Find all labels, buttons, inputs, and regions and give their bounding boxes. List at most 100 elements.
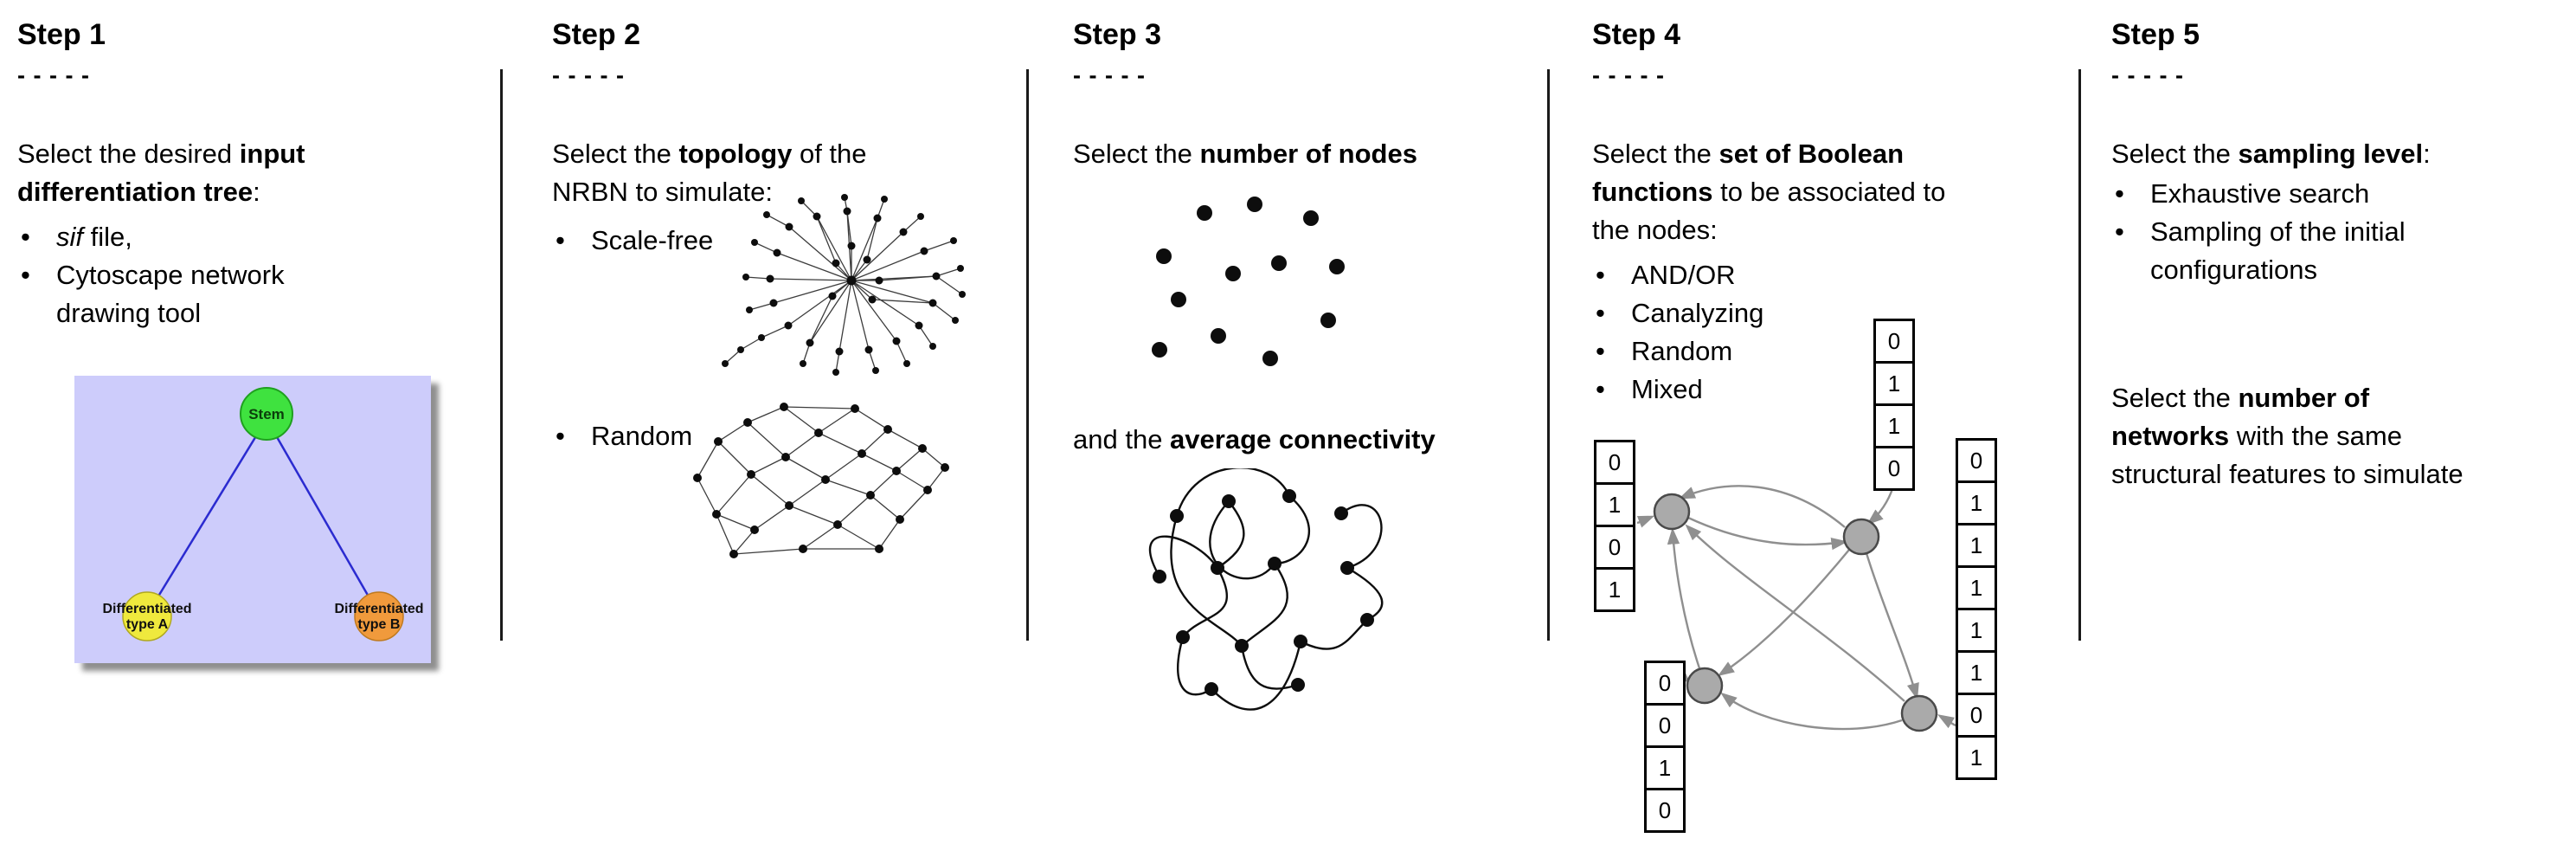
list-item-label: Mixed (1631, 374, 1703, 404)
list-item-label: AND/OR (1631, 260, 1736, 290)
step4-dashes: - - - - - (1592, 62, 1665, 88)
type-a-label-line1: Differentiated (102, 602, 191, 616)
average-connectivity-figure (1148, 468, 1384, 711)
truth-table-cell: 1 (1644, 745, 1686, 790)
boolean-network-svg (1636, 485, 1956, 732)
stem-label: Stem (248, 406, 285, 422)
bullet-marker: • (1596, 260, 1605, 290)
boolean-network-figure: 0 1 1 0 0 1 0 1 0 0 1 0 0 1 1 1 (1592, 319, 2066, 848)
step4-title: Step 4 (1592, 18, 1681, 51)
list-item-scale-free: • Scale-free (552, 222, 760, 260)
truth-table-cell: 1 (1956, 523, 1997, 568)
type-b-node (354, 591, 404, 641)
list-item-and-or: • AND/OR (1592, 256, 2068, 294)
list-item-label: Canalyzing (1631, 298, 1764, 328)
boolean-network-arrows (1636, 485, 1956, 731)
truth-table-cell: 1 (1594, 482, 1635, 527)
step3-line1: Select the number of nodes (1073, 139, 1417, 169)
truth-table-cell: 0 (1594, 525, 1635, 570)
list-item-exhaustive-search: • Exhaustive search (2111, 175, 2570, 213)
column-divider (2078, 69, 2081, 641)
truth-table-cell: 0 (1594, 440, 1635, 485)
boolean-node (1653, 493, 1691, 531)
truth-table-cell: 1 (1873, 361, 1915, 406)
truth-table-top: 0 1 1 0 (1873, 319, 1915, 491)
scattered-nodes (1152, 197, 1345, 366)
step3-line2: and the average connectivity (1073, 424, 1436, 455)
truth-table-cell: 1 (1956, 735, 1997, 780)
list-item-label: Scale-free (591, 225, 714, 255)
truth-table-cell: 0 (1873, 446, 1915, 491)
random-network-nodes (693, 403, 949, 558)
type-b-label-line1: Differentiated (334, 602, 423, 616)
bullet-marker: • (1596, 374, 1605, 404)
type-a-node (122, 591, 172, 641)
type-a-label-line2: type A (126, 617, 169, 632)
truth-table-left: 0 1 0 1 (1594, 440, 1635, 612)
bullet-marker: • (21, 260, 30, 290)
scale-free-leaf-edges (724, 197, 963, 373)
step1-title: Step 1 (17, 18, 106, 51)
bullet-marker: • (2115, 216, 2124, 247)
column-divider (500, 69, 503, 641)
scale-free-network-figure (722, 194, 966, 376)
bullet-marker: • (556, 421, 565, 451)
type-b-label-line2: type B (358, 617, 401, 632)
list-item-canalyzing: • Canalyzing (1592, 294, 2068, 332)
truth-table-cell: 0 (1956, 693, 1997, 738)
bullet-marker: • (2115, 178, 2124, 209)
step5-dashes: - - - - - (2111, 62, 2184, 88)
list-item-label: Random (591, 421, 693, 451)
truth-table-bottom-left: 0 0 1 0 (1644, 661, 1686, 833)
step5-title: Step 5 (2111, 18, 2200, 51)
step4-bullet-list: • AND/OR • Canalyzing • Random • Mixed (1592, 256, 2068, 409)
connectivity-curves (1148, 468, 1384, 711)
step3-column: Step 3 - - - - - Select the number of no… (1073, 17, 1558, 840)
step3-dashes: - - - - - (1073, 62, 1146, 88)
truth-table-cell: 0 (1956, 438, 1997, 483)
nodes-dots-figure (1152, 197, 1345, 366)
list-item-mixed: • Mixed (1592, 371, 2068, 409)
random-network-edges (697, 406, 946, 555)
bullet-marker: • (1596, 336, 1605, 366)
truth-table-cell: 0 (1873, 319, 1915, 364)
connectivity-nodes (1153, 489, 1374, 696)
truth-table-cell: 1 (1956, 608, 1997, 653)
step4-column: Step 4 - - - - - Select the set of Boole… (1592, 17, 2068, 840)
bullet-marker: • (556, 225, 565, 255)
step3-content: Select the number of nodes and the avera… (1073, 135, 1558, 819)
boolean-network-nodes (1653, 493, 1938, 732)
differentiation-tree-svg: Stem Differentiated type A Differentiate… (74, 376, 431, 663)
step5-bullet-list: • Exhaustive search • Sampling of the in… (2111, 175, 2570, 289)
step5-intro: Select the sampling level: (2111, 139, 2431, 169)
differentiation-tree-figure: Stem Differentiated type A Differentiate… (74, 376, 431, 663)
step2-column: Step 2 - - - - - Select the topology of … (552, 17, 1037, 840)
truth-table-cell: 1 (1956, 650, 1997, 695)
truth-table-cell: 1 (1956, 480, 1997, 525)
list-item-label: sif file, (56, 222, 132, 252)
tree-edge-left (145, 418, 268, 616)
boolean-node (1686, 667, 1724, 705)
boolean-node (1842, 518, 1880, 556)
list-item-random: • Random (552, 417, 760, 455)
scale-free-chords (809, 210, 937, 344)
step2-content: • Scale-free (552, 194, 1037, 817)
step1-dashes: - - - - - (17, 62, 90, 88)
bullet-marker: • (1596, 298, 1605, 328)
bullet-marker: • (21, 222, 30, 252)
random-network-figure (693, 403, 949, 558)
list-item-sif-file: • sif file, (17, 218, 493, 256)
boolean-node (1900, 694, 1938, 732)
truth-table-right: 0 1 1 1 1 1 0 1 (1956, 438, 1997, 780)
truth-table-cell: 0 (1644, 661, 1686, 706)
step2-title: Step 2 (552, 18, 641, 51)
